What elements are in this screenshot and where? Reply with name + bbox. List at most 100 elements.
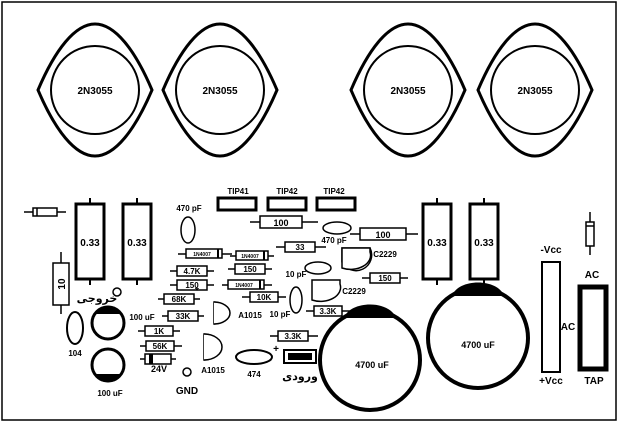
cap-10pf-upper: 10 pF: [286, 261, 332, 279]
emitter-resistor-2: 0.33: [121, 198, 153, 285]
transistor-a1015-lower-label: A1015: [201, 366, 225, 375]
transistor-a1015-upper: A1015: [213, 301, 262, 325]
ac-top-label: AC: [585, 270, 599, 281]
resistor-150-mid-label: 150: [243, 265, 257, 274]
cap-4700uf-right-label: 4700 uF: [461, 340, 495, 350]
diode-1n4007-b: 1N4007: [230, 250, 274, 261]
resistor-10: 10: [52, 252, 70, 314]
emitter-resistor-4: 0.33: [468, 198, 500, 285]
resistor-33: 33: [276, 241, 326, 253]
resistor-33k: 33K: [162, 310, 204, 322]
resistor-3-3k-upper-label: 3.3K: [320, 307, 337, 316]
tap-label: TAP: [584, 376, 604, 387]
transistor-c2229-upper-label: C2229: [373, 250, 397, 259]
resistor-68k: 68K: [158, 293, 200, 305]
resistor-3-3k-lower-label: 3.3K: [285, 332, 302, 341]
driver-tip41: TIP41: [216, 187, 258, 212]
cap-104: 104: [66, 311, 84, 358]
driver-tip42-b: TIP42: [315, 187, 357, 212]
transistor-c2229-upper: C2229: [341, 247, 397, 272]
cap-470pf-left: 470 pF: [176, 204, 202, 244]
cap-100uf-bottom-label: 100 uF: [97, 389, 122, 398]
resistor-33k-label: 33K: [176, 312, 191, 321]
neg-vcc-label: -Vcc: [540, 245, 562, 256]
driver-tip41-label: TIP41: [227, 187, 249, 196]
output-label: خروجی: [77, 293, 118, 305]
resistor-150-right-label: 150: [378, 274, 392, 283]
power-transistor-1: 2N3055: [36, 22, 154, 158]
resistor-3-3k-upper: 3.3K: [306, 305, 350, 317]
transistor-c2229-lower-label: C2229: [342, 287, 366, 296]
power-transistor-2-label: 2N3055: [202, 86, 237, 97]
cap-470pf-left-label: 470 pF: [176, 204, 201, 213]
cap-474-label: 474: [247, 370, 261, 379]
power-transistor-3-label: 2N3055: [390, 86, 425, 97]
resistor-150-left-label: 150: [185, 281, 199, 290]
resistor-4-7k: 4.7K: [170, 265, 214, 277]
cap-100uf-bottom: 100 uF: [90, 347, 126, 398]
emitter-resistor-3-label: 0.33: [427, 238, 447, 249]
power-transistor-4-label: 2N3055: [517, 86, 552, 97]
transistor-a1015-lower: A1015: [201, 333, 225, 375]
resistor-33-label: 33: [296, 243, 305, 252]
diode-1n4007-a: 1N4007: [178, 248, 232, 259]
resistor-10-label: 10: [57, 278, 68, 290]
emitter-resistor-1-label: 0.33: [80, 238, 100, 249]
resistor-56k: 56K: [140, 340, 182, 352]
input-connector: + ورودی: [273, 344, 318, 383]
resistor-100-left: 100: [250, 215, 318, 229]
resistor-1k: 1K: [138, 325, 180, 337]
resistor-150-right: 150: [362, 272, 408, 284]
cap-10pf-lower: 10 pF: [270, 286, 303, 319]
cap-100uf-top-label: 100 uF: [129, 313, 154, 322]
transistor-c2229-lower: C2229: [311, 279, 366, 303]
driver-tip42-b-label: TIP42: [323, 187, 345, 196]
emitter-resistor-4-label: 0.33: [474, 238, 494, 249]
cap-470pf-right-label: 470 pF: [321, 236, 346, 245]
output-pad: [112, 287, 122, 297]
cap-4700uf-left-label: 4700 uF: [355, 360, 389, 370]
cap-474: 474: [235, 349, 273, 379]
resistor-100-right-label: 100: [375, 230, 390, 240]
power-transistor-3: 2N3055: [349, 22, 467, 158]
diode-1n4007-b-label: 1N4007: [241, 254, 259, 260]
small-resistor-top-right: [585, 212, 595, 255]
driver-tip42-a: TIP42: [266, 187, 308, 212]
cap-10pf-upper-label: 10 pF: [286, 270, 307, 279]
resistor-10k: 10K: [242, 291, 286, 303]
cap-10pf-lower-label: 10 pF: [270, 310, 291, 319]
power-transistor-4: 2N3055: [476, 22, 594, 158]
transistor-a1015-upper-label: A1015: [238, 311, 262, 320]
resistor-68k-label: 68K: [172, 295, 187, 304]
diode-1n4007-a-label: 1N4007: [193, 252, 211, 258]
zener-24v: 24V: [140, 353, 176, 374]
resistor-150-left: 150: [170, 279, 214, 291]
pos-vcc-label: +Vcc: [539, 376, 563, 387]
resistor-100-left-label: 100: [273, 218, 288, 228]
gnd-label: GND: [176, 386, 198, 397]
resistor-150-mid: 150: [228, 263, 272, 275]
resistor-1k-label: 1K: [154, 327, 164, 336]
input-label: ورودی: [282, 371, 318, 383]
cap-4700uf-left: 4700 uF: [318, 304, 422, 412]
cap-4700uf-right: 4700 uF: [426, 282, 530, 390]
emitter-resistor-2-label: 0.33: [127, 238, 147, 249]
resistor-3-3k-lower: 3.3K: [270, 330, 318, 342]
driver-tip42-a-label: TIP42: [276, 187, 298, 196]
gnd-pad: GND: [176, 367, 198, 397]
vcc-connector: -Vcc +Vcc: [539, 245, 563, 387]
diode-1n4007-c-label: 1N4007: [235, 283, 253, 289]
power-transistor-2: 2N3055: [161, 22, 279, 158]
cap-100uf-top: 100 uF: [90, 305, 155, 341]
emitter-resistor-1: 0.33: [74, 198, 106, 285]
star-marker: *: [195, 286, 199, 297]
zener-24v-label: 24V: [151, 364, 167, 374]
emitter-resistor-3: 0.33: [421, 198, 453, 285]
cap-104-label: 104: [68, 349, 82, 358]
power-transistor-1-label: 2N3055: [77, 86, 112, 97]
cap-470pf-right: 470 pF: [321, 221, 352, 245]
resistor-56k-label: 56K: [153, 342, 168, 351]
